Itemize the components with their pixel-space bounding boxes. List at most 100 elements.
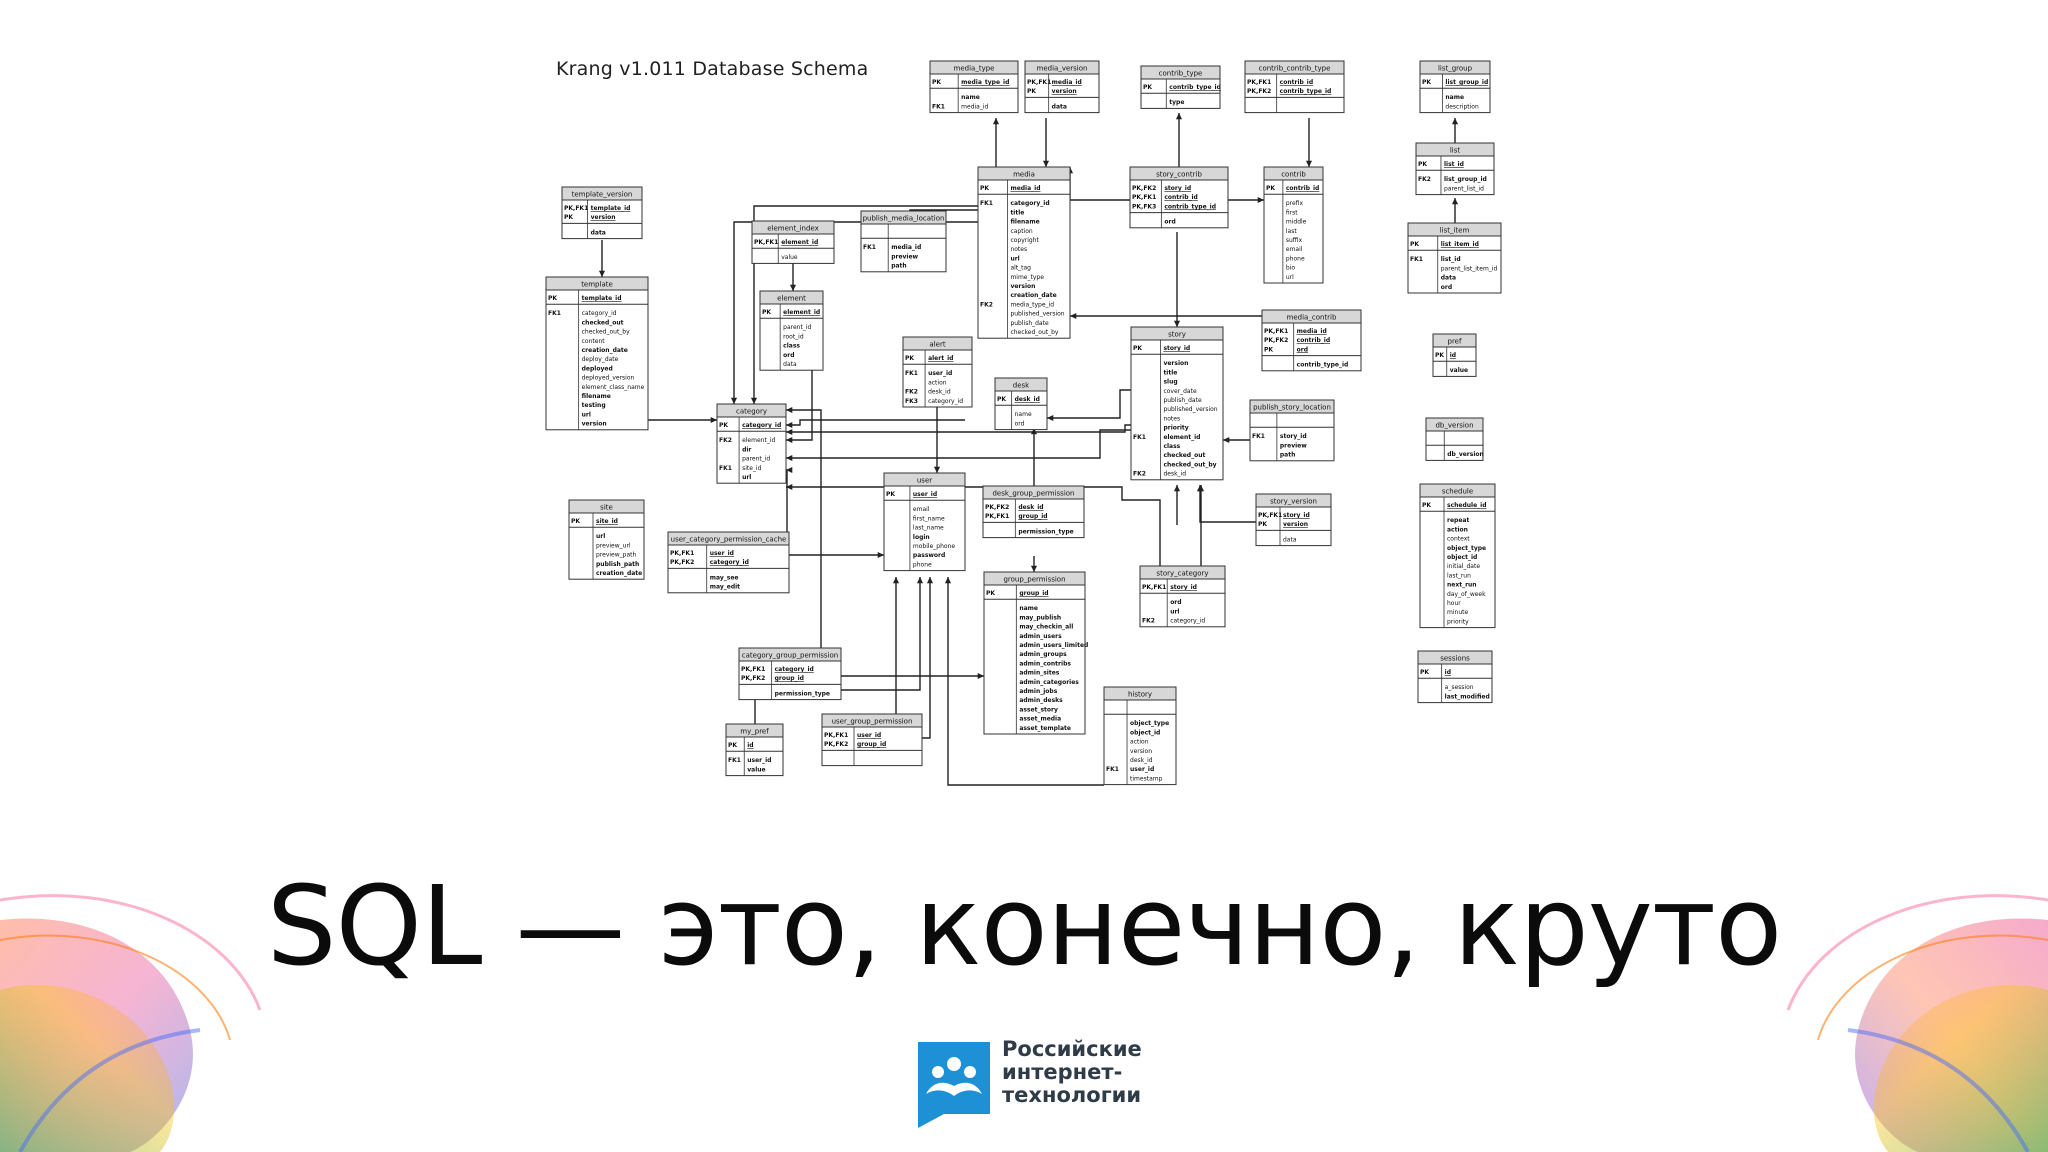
- column-name: value: [747, 766, 765, 773]
- column-name: suffix: [1286, 237, 1303, 244]
- column-key: FK2: [1142, 618, 1155, 625]
- arrowhead-icon: [892, 577, 900, 584]
- column-name: group_id: [1018, 513, 1047, 520]
- table-name: contrib_contrib_type: [1259, 65, 1331, 73]
- column-name: story_id: [1280, 433, 1307, 440]
- relationship-line: [1199, 485, 1256, 523]
- table-header: [1255, 493, 1332, 508]
- column-key: FK1: [980, 200, 993, 207]
- column-name: data: [1283, 536, 1297, 543]
- column-key: PK,FK1: [1027, 79, 1051, 86]
- column-name: asset_story: [1019, 706, 1058, 713]
- table-header: [725, 723, 784, 738]
- column-name: path: [1280, 452, 1295, 459]
- table-name: element_index: [767, 225, 819, 233]
- table-name: contrib: [1281, 171, 1306, 179]
- table-header: [929, 60, 1019, 75]
- column-name: email: [1286, 246, 1303, 253]
- column-name: deployed: [582, 365, 613, 372]
- column-name: url: [1010, 255, 1019, 262]
- table-name: list_item: [1440, 227, 1470, 235]
- table-header: [1244, 60, 1345, 75]
- table-header: [977, 166, 1071, 181]
- right-swirl-decoration: [1786, 894, 2048, 1152]
- column-name: first: [1286, 209, 1298, 216]
- column-key: PK: [1258, 521, 1267, 528]
- table-name: user_group_permission: [832, 718, 913, 726]
- table-name: list: [1450, 147, 1461, 155]
- column-key: PK: [728, 742, 737, 749]
- column-name: checked_out: [582, 319, 624, 326]
- column-key: FK1: [728, 757, 741, 764]
- headline: SQL — это, конечно, круто: [266, 862, 1783, 990]
- table-box: [977, 166, 1071, 339]
- arrowhead-icon: [1030, 428, 1038, 435]
- column-key: PK: [1264, 346, 1273, 353]
- column-name: last_run: [1447, 572, 1471, 579]
- column-key: PK: [886, 491, 895, 498]
- column-name: slug: [1163, 379, 1177, 386]
- column-name: admin_desks: [1019, 697, 1063, 704]
- column-key: PK: [1266, 185, 1275, 192]
- column-name: action: [1447, 526, 1468, 533]
- table-box: [1130, 326, 1224, 481]
- table-header: [1425, 417, 1484, 432]
- table-name: user: [917, 477, 932, 485]
- arrowhead-icon: [926, 577, 934, 584]
- column-name: permission_type: [775, 690, 830, 697]
- column-name: title: [1010, 209, 1024, 216]
- column-key: FK2: [905, 389, 918, 396]
- table-header: [1417, 650, 1493, 665]
- column-name: class: [783, 343, 800, 350]
- column-name: dir: [742, 446, 751, 453]
- column-name: list_id: [1444, 161, 1464, 168]
- column-name: site_id: [742, 465, 762, 472]
- relationship-line: [786, 429, 1131, 459]
- column-name: url: [1170, 608, 1179, 615]
- column-name: day_of_week: [1447, 591, 1486, 598]
- column-name: publish_path: [596, 561, 639, 568]
- column-key: PK,FK1: [985, 513, 1009, 520]
- table-name: user_category_permission_cache: [671, 536, 787, 544]
- table-header: [568, 499, 645, 514]
- column-key: PK: [1422, 79, 1431, 86]
- column-name: category_id: [710, 559, 749, 566]
- column-name: group_id: [857, 741, 886, 748]
- table-name: template_version: [572, 191, 633, 199]
- column-name: creation_date: [582, 347, 628, 354]
- column-name: list_id: [1441, 256, 1461, 263]
- column-name: story_id: [1163, 345, 1190, 352]
- column-key: PK,FK1: [754, 239, 778, 246]
- table-header: [716, 403, 787, 418]
- column-name: category_id: [928, 398, 963, 405]
- column-name: contrib_type_id: [1169, 84, 1221, 91]
- column-name: cover_date: [1163, 388, 1197, 395]
- table-name: contrib_type: [1159, 70, 1203, 78]
- column-name: preview: [1280, 442, 1307, 449]
- relationship-line: [947, 577, 1104, 786]
- column-key: PK,FK1: [670, 550, 694, 557]
- column-key: FK2: [719, 437, 732, 444]
- column-key: FK1: [1410, 256, 1423, 263]
- column-name: published_version: [1163, 406, 1217, 413]
- column-name: permission_type: [1018, 528, 1073, 535]
- column-name: user_id: [913, 491, 937, 498]
- relationship-line: [786, 419, 965, 426]
- column-name: object_type: [1447, 545, 1486, 552]
- column-name: parent_id: [742, 456, 770, 463]
- column-name: desk_id: [1130, 757, 1153, 764]
- column-name: version: [1163, 360, 1188, 367]
- column-key: PK: [1422, 502, 1431, 509]
- column-key: PK,FK2: [670, 559, 694, 566]
- column-name: bio: [1286, 265, 1295, 272]
- table-history: historyobject_typeobject_idactionversion…: [1103, 686, 1177, 786]
